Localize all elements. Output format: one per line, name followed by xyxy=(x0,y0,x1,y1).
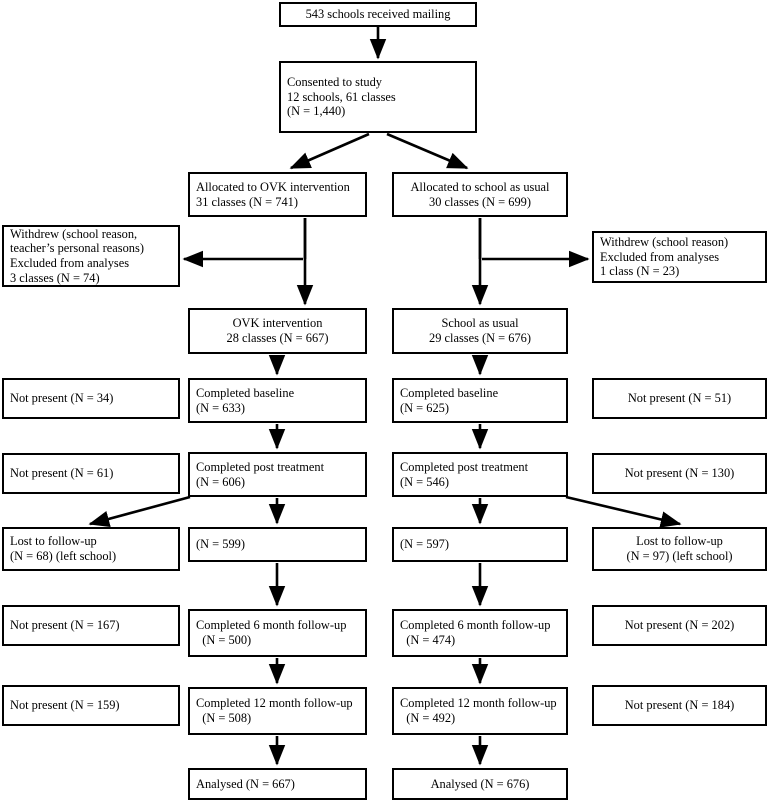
box-text-line: Completed 12 month follow-up xyxy=(196,696,353,711)
completed-post-treatment-control-box: Completed post treatment(N = 546) xyxy=(392,452,568,497)
box-text-line: (N = 625) xyxy=(400,400,449,415)
box-text-line: (N = 474) xyxy=(400,633,456,647)
box-text-line: Lost to follow-up xyxy=(10,534,97,549)
box-text-line: (N = 597) xyxy=(400,537,449,552)
box-text-line: (N = 97) (left school) xyxy=(626,549,733,563)
box-text-line: 3 classes (N = 74) xyxy=(10,270,100,285)
box-text-line: Not present (N = 159) xyxy=(10,698,120,713)
n-599-box: (N = 599) xyxy=(188,527,367,562)
box-text-line: Withdrew (school reason) xyxy=(600,235,729,250)
box-text-line: (N = 606) xyxy=(196,474,245,489)
not-present-left-12month-box: Not present (N = 159) xyxy=(2,685,180,726)
box-text-line: 30 classes (N = 699) xyxy=(429,194,531,209)
not-present-left-6month-box: Not present (N = 167) xyxy=(2,605,180,646)
withdrew-intervention-box: Withdrew (school reason,teacher’s person… xyxy=(2,225,180,287)
box-text-line: 1 class (N = 23) xyxy=(600,264,680,279)
box-text-line: (N = 492) xyxy=(400,711,456,725)
box-text-line: Not present (N = 34) xyxy=(10,391,114,406)
box-text-line: Consented to study xyxy=(287,75,382,90)
lost-to-follow-up-intervention-box: Lost to follow-up(N = 68) (left school) xyxy=(2,527,180,571)
box-text-line: (N = 508) xyxy=(196,711,252,725)
withdrew-control-box: Withdrew (school reason)Excluded from an… xyxy=(592,231,767,283)
completed-6-month-follow-up-intervention-box: Completed 6 month follow-up (N = 500) xyxy=(188,609,367,657)
box-text-line: Not present (N = 61) xyxy=(10,466,114,481)
arrow-post-left-to-lost-left xyxy=(88,495,191,528)
analysed-intervention-box: Analysed (N = 667) xyxy=(188,768,367,800)
box-text-line: (N = 546) xyxy=(400,474,449,489)
box-text-line: Completed post treatment xyxy=(400,459,529,474)
box-text-line: (N = 599) xyxy=(196,537,245,552)
box-text-line: 28 classes (N = 667) xyxy=(226,331,329,345)
box-text-line: Completed baseline xyxy=(400,385,499,400)
not-present-right-baseline-box: Not present (N = 51) xyxy=(592,378,767,419)
box-text-line: Allocated to OVK intervention xyxy=(196,179,350,194)
box-text-line: 543 schools received mailing xyxy=(305,7,451,22)
box-text-line: Completed 6 month follow-up xyxy=(196,618,347,633)
box-text-line: School as usual xyxy=(441,316,519,331)
completed-12-month-follow-up-intervention-box: Completed 12 month follow-up (N = 508) xyxy=(188,687,367,735)
box-text-line: (N = 1,440) xyxy=(287,104,346,119)
box-text-line: OVK intervention xyxy=(232,316,323,331)
completed-baseline-control-box: Completed baseline(N = 625) xyxy=(392,378,568,423)
box-text-line: Withdrew (school reason, xyxy=(10,226,138,241)
box-text-line: Completed 12 month follow-up xyxy=(400,696,557,711)
lost-to-follow-up-control-box: Lost to follow-up(N = 97) (left school) xyxy=(592,527,767,571)
not-present-left-baseline-box: Not present (N = 34) xyxy=(2,378,180,419)
completed-post-treatment-intervention-box: Completed post treatment(N = 606) xyxy=(188,452,367,497)
box-text-line: teacher’s personal reasons) xyxy=(10,241,144,256)
box-text-line: Analysed (N = 676) xyxy=(430,776,530,791)
box-text-line: Completed post treatment xyxy=(196,459,325,474)
box-text-line: Analysed (N = 667) xyxy=(196,776,295,791)
box-text-line: Allocated to school as usual xyxy=(410,179,550,194)
arrow-consented-to-allocated-usual xyxy=(386,132,469,170)
box-text-line: 29 classes (N = 676) xyxy=(429,331,531,345)
n-597-box: (N = 597) xyxy=(392,527,568,562)
schools-received-mailing-box: 543 schools received mailing xyxy=(279,2,477,27)
box-text-line: (N = 68) (left school) xyxy=(10,549,117,563)
box-text-line: Not present (N = 202) xyxy=(624,618,735,633)
box-text-line: Not present (N = 184) xyxy=(624,698,735,713)
box-text-line: Lost to follow-up xyxy=(636,534,723,549)
box-text-line: Completed baseline xyxy=(196,385,295,400)
arrow-consented-to-allocated-ovk xyxy=(289,132,370,170)
not-present-right-post-treatment-box: Not present (N = 130) xyxy=(592,453,767,494)
not-present-left-post-treatment-box: Not present (N = 61) xyxy=(2,453,180,494)
box-text-line: Completed 6 month follow-up xyxy=(400,618,551,633)
not-present-right-6month-box: Not present (N = 202) xyxy=(592,605,767,646)
box-text-line: Not present (N = 51) xyxy=(627,391,732,406)
completed-12-month-follow-up-control-box: Completed 12 month follow-up (N = 492) xyxy=(392,687,568,735)
box-text-line: (N = 500) xyxy=(196,633,252,647)
arrow-post-right-to-lost-right xyxy=(565,495,682,528)
completed-baseline-intervention-box: Completed baseline(N = 633) xyxy=(188,378,367,423)
box-text-line: Excluded from analyses xyxy=(10,256,130,270)
box-text-line: (N = 633) xyxy=(196,400,245,415)
box-text-line: 12 schools, 61 classes xyxy=(287,89,396,104)
analysed-control-box: Analysed (N = 676) xyxy=(392,768,568,800)
box-text-line: Excluded from analyses xyxy=(600,249,720,264)
box-text-line: Not present (N = 130) xyxy=(624,466,735,481)
box-text-line: Not present (N = 167) xyxy=(10,618,120,633)
box-text-line: 31 classes (N = 741) xyxy=(196,194,298,209)
completed-6-month-follow-up-control-box: Completed 6 month follow-up (N = 474) xyxy=(392,609,568,657)
not-present-right-12month-box: Not present (N = 184) xyxy=(592,685,767,726)
